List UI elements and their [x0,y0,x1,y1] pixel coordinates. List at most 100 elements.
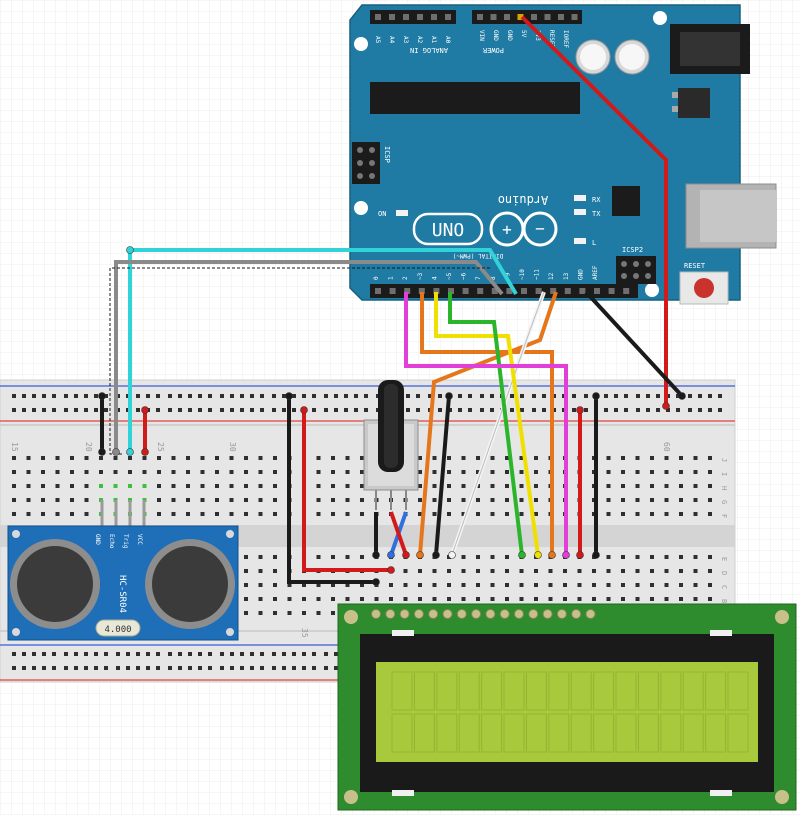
rail-hole [260,394,264,398]
breadboard-hole [41,470,45,474]
analog-pin-label: A1 [430,36,437,44]
breadboard-hole [461,498,466,502]
lcd-header-pin [385,609,396,619]
sensor-crystal-label: 4.000 [104,625,131,635]
wires [98,15,686,586]
breadboard-hole [84,512,89,516]
potentiometer-knob-highlight [384,384,398,468]
breadboard-hole [273,611,277,615]
wire-endpoint [445,392,453,400]
breadboard-hole [229,498,234,502]
header-pin [531,14,537,20]
rail-hole [604,408,608,412]
rail-hole [156,666,160,670]
lcd-character-cell [503,671,525,711]
rail-hole [126,666,130,670]
breadboard-hole [360,555,364,559]
breadboard-hole [171,470,176,474]
lcd-mount-hole [775,610,789,624]
reset-button[interactable] [694,278,714,298]
header-pin [550,288,557,294]
lcd-character-cell [593,713,615,753]
breadboard-hole [650,470,654,474]
breadboard-hole [70,512,74,516]
rail-hole [188,394,192,398]
breadboard-hole [418,484,422,488]
breadboard-hole [171,484,176,488]
lcd-header-pin [585,609,596,619]
wire-yellow-d3 [434,292,540,556]
rail-hole [312,666,316,670]
breadboard-hole [273,597,277,601]
breadboard-hole [99,470,103,474]
breadboard-hole [331,456,335,460]
capacitor-top [619,44,645,70]
power-header [472,10,582,24]
lcd-character-cell [413,671,435,711]
arduino-infinity-right [522,211,558,247]
lcd-header-pin [556,609,567,619]
header-pin [623,288,630,294]
digital-pin-label: 1 [388,276,395,280]
rail-hole [604,394,608,398]
breadboard-hole [345,512,350,516]
breadboard-hole [621,569,625,573]
row-letter: D [720,571,728,575]
header-pin [608,288,615,294]
header-pin [558,14,564,20]
power-pin-label: 3V3 [534,30,541,41]
lcd-mount-hole [344,610,358,624]
rail-hole [156,652,160,656]
breadboard-hole [171,456,176,460]
capacitor-top [580,44,606,70]
breadboard-hole [534,456,538,460]
header-pin [477,14,483,20]
breadboard-hole [548,597,553,601]
rail-hole [104,394,108,398]
breadboard-hole [244,569,248,573]
lcd-character-cell [570,713,592,753]
power-pin-label: GND [506,30,513,41]
rail-hole [74,666,78,670]
breadboard-hole [316,484,321,488]
breadboard-hole [244,597,248,601]
atmega-chip [370,82,580,114]
sensor-pin-label: VCC [136,534,143,545]
rail-hole [324,408,328,412]
breadboard-hole [534,569,538,573]
breadboard-hole [708,470,712,474]
lcd-display [337,603,797,811]
rail-hole [156,394,160,398]
breadboard-hole [534,583,538,587]
header-pin [445,14,451,20]
wire-endpoint [416,551,424,559]
breadboard-hole [606,498,611,502]
breadboard-hole [679,512,683,516]
breadboard-hole [693,569,698,573]
breadboard-hole [650,456,654,460]
reset-label: RESET [684,262,706,270]
breadboard-hole [635,470,640,474]
breadboard-hole [519,456,524,460]
breadboard-hole [360,512,364,516]
lcd-mount-hole [775,790,789,804]
icsp2-header [616,256,656,284]
rail-hole [94,652,98,656]
on-label: ON [378,210,386,218]
breadboard-hole [12,512,16,516]
breadboard-hole [273,484,277,488]
breadboard-hole [592,569,596,573]
wire-endpoint [285,392,293,400]
digital-header-label: DIGITAL (PWM~) [453,252,504,259]
breadboard-hole [461,512,466,516]
breadboard-hole [592,597,596,601]
wire-endpoint [576,406,584,414]
rail-hole [42,666,46,670]
breadboard-hole [447,470,451,474]
sensor-model-label: HC-SR04 [117,575,127,613]
rail-hole [136,652,140,656]
breadboard-hole [606,470,611,474]
rail-hole [146,394,150,398]
header-pin [504,14,510,20]
rail-hole [104,666,108,670]
